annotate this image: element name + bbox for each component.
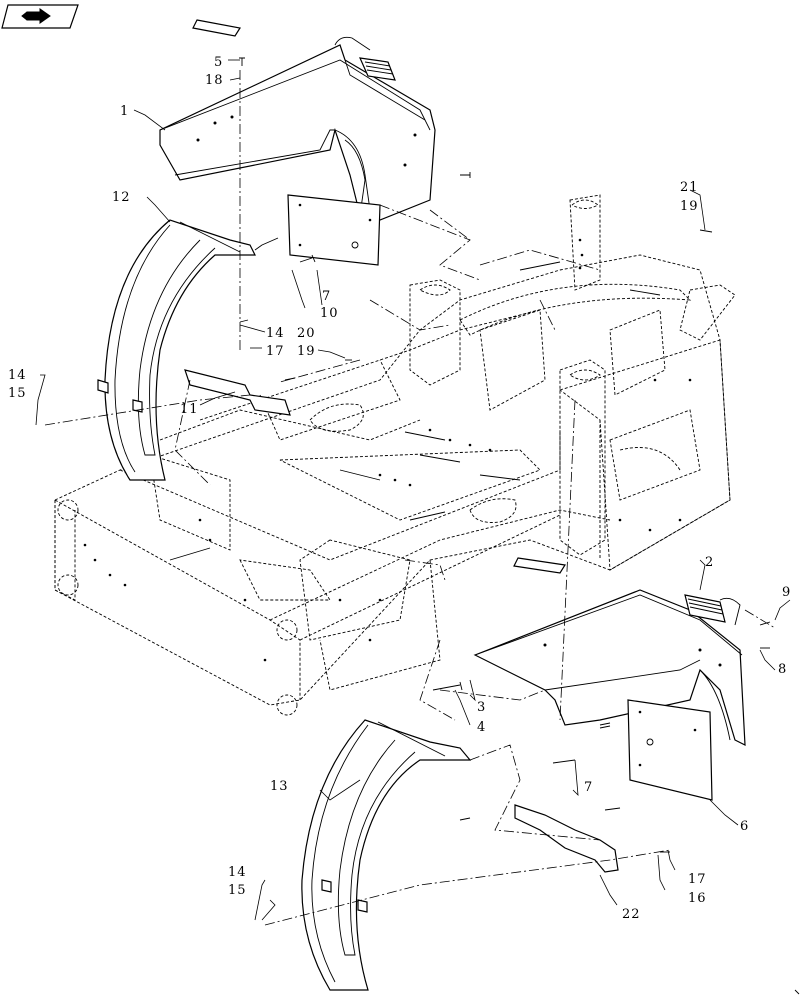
callout-9: 9 [782,585,791,600]
part-10-plate [287,194,381,266]
callout-7-lower: 7 [584,780,593,795]
part-18-bolt [239,57,245,66]
callout-22: 22 [622,907,641,922]
hardware [239,172,771,853]
part-5-pad [192,19,241,37]
callout-17-upper: 17 [266,344,285,359]
callout-1: 1 [120,104,129,119]
part-6-plate [627,699,713,801]
next-page-button[interactable] [1,4,79,29]
callout-14-left: 14 [8,368,27,383]
callout-10: 10 [320,306,339,321]
left-fender-12 [97,219,256,481]
callout-5: 5 [214,55,223,70]
callout-17-lower: 17 [688,872,707,887]
callout-13: 13 [270,779,289,794]
callout-14-upper: 14 [266,326,285,341]
callout-16: 16 [688,891,707,906]
callout-14-lower: 14 [228,865,247,880]
callout-8: 8 [778,662,787,677]
right-rear-cover [473,589,746,746]
leader-lines [35,59,791,921]
callout-15-left: 15 [8,386,27,401]
callout-11: 11 [180,402,199,417]
callout-12: 12 [112,190,131,205]
chassis-frame [54,194,736,716]
part-22-bracket [514,804,619,873]
callout-2: 2 [705,555,714,570]
callout-15-lower: 15 [228,883,247,898]
callout-7-upper: 7 [322,289,331,304]
callout-4: 4 [477,720,486,735]
corner-mark [794,989,800,995]
callout-18: 18 [205,73,224,88]
right-fender-13 [301,719,472,991]
callout-labels: 1 2 3 4 5 6 7 7 8 9 10 11 12 13 14 14 14… [8,55,791,922]
callout-3: 3 [477,700,486,715]
upper-left-cover [159,36,436,221]
assembly-lines [44,70,776,926]
part-11-bracket [184,369,291,416]
next-page-arrow-icon [21,8,51,24]
callout-6: 6 [740,819,749,834]
callout-19-middle: 19 [297,344,316,359]
part-2-pad [513,557,566,574]
callout-19-right: 19 [680,199,699,214]
callout-20: 20 [297,326,316,341]
callout-21: 21 [680,180,699,195]
